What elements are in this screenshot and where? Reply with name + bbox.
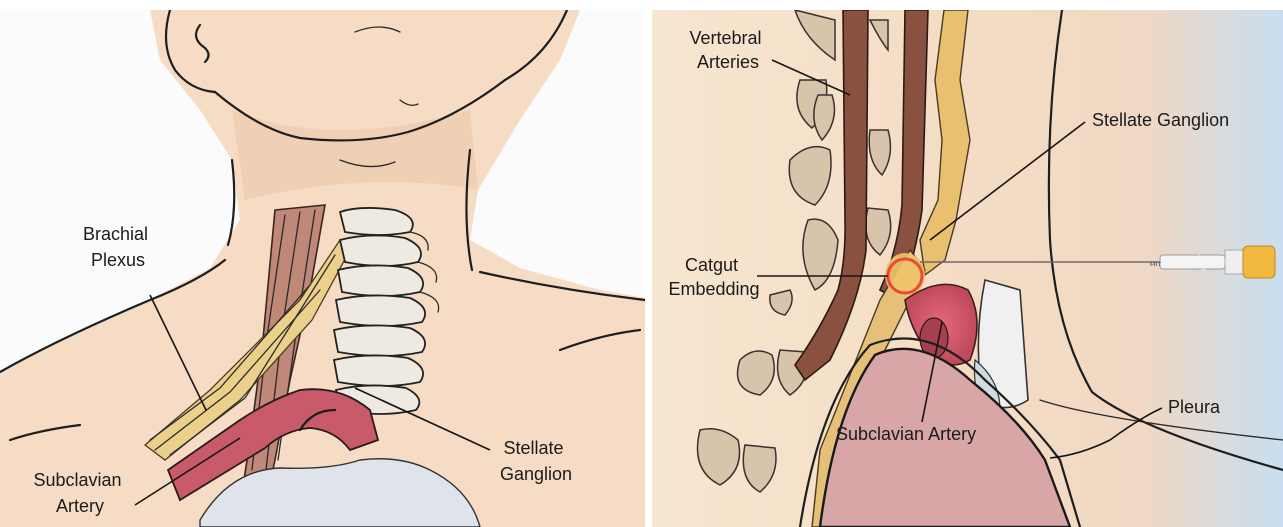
- label-stellate-ganglion-left-line2: Ganglion: [500, 464, 572, 484]
- label-vertebral-arteries-line1: Vertebral: [689, 28, 761, 48]
- label-brachial-plexus-line2: Plexus: [91, 250, 145, 270]
- right-panel-injection-illustration: ⲙⲓⲧ: [652, 10, 1283, 527]
- label-subclavian-artery-line2: Artery: [56, 496, 104, 516]
- label-catgut-embedding-line2: Embedding: [668, 279, 759, 299]
- label-vertebral-arteries-line2: Arteries: [697, 52, 759, 72]
- label-pleura: Pleura: [1168, 397, 1221, 417]
- label-subclavian-artery-line1: Subclavian: [33, 470, 121, 490]
- syringe-marking: ⲙⲓⲧ: [1150, 259, 1161, 269]
- label-catgut-embedding-line1: Catgut: [685, 255, 738, 275]
- label-brachial-plexus-line1: Brachial: [83, 224, 148, 244]
- label-stellate-ganglion-left-line1: Stellate: [503, 438, 563, 458]
- label-subclavian-artery-right: Subclavian Artery: [836, 424, 976, 444]
- label-stellate-ganglion-right: Stellate Ganglion: [1092, 110, 1229, 130]
